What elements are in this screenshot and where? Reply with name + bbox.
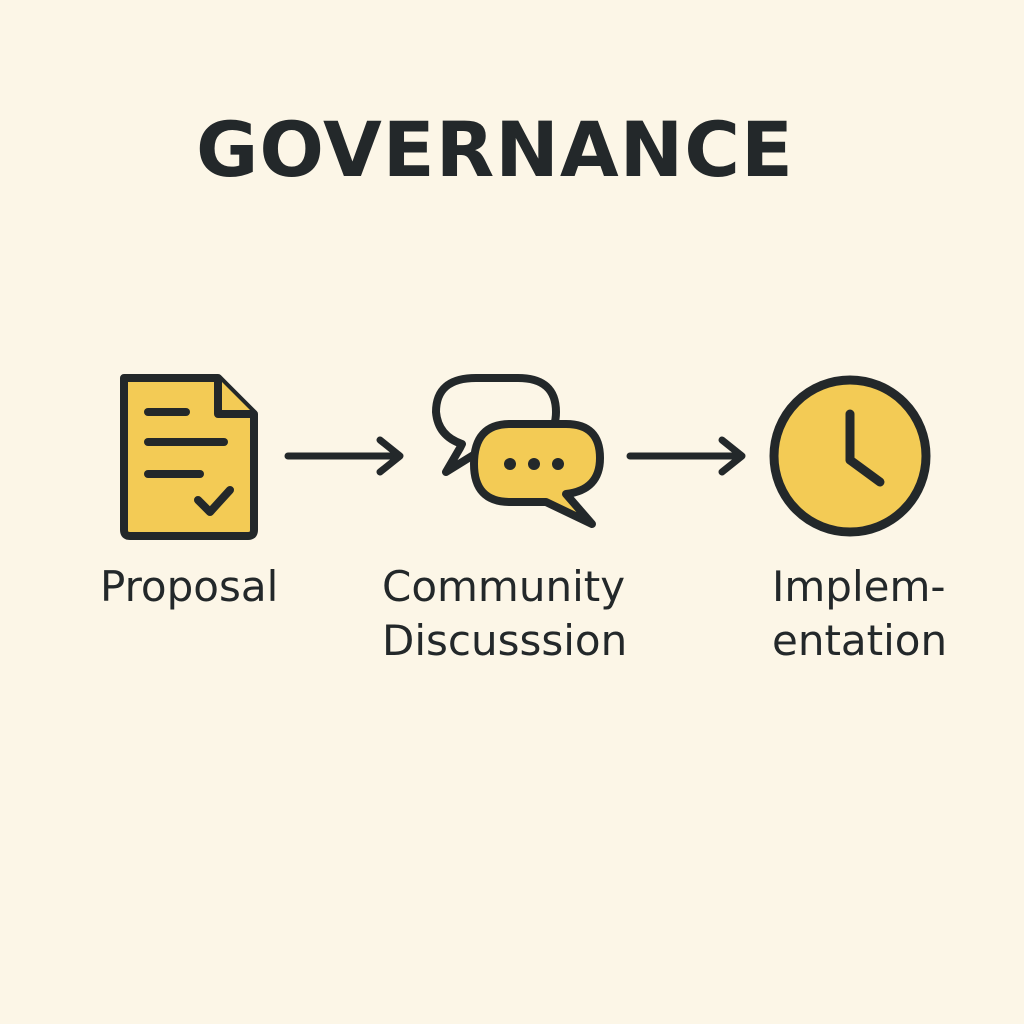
step-label-implementation: Implem- entation xyxy=(772,560,947,668)
arrow-right-icon xyxy=(626,436,746,476)
clock-icon xyxy=(769,375,931,537)
step-label-line: Proposal xyxy=(100,562,279,611)
chat-bubbles-icon xyxy=(432,374,604,528)
step-label-community-discussion: Community Discusssion xyxy=(382,560,627,668)
step-label-line: entation xyxy=(772,616,948,665)
document-check-icon xyxy=(120,374,258,540)
step-label-proposal: Proposal xyxy=(100,560,278,614)
step-label-line: Discusssion xyxy=(382,616,628,665)
diagram-title: GOVERNANCE xyxy=(196,105,794,194)
step-label-line: Implem- xyxy=(772,562,946,611)
arrow-right-icon xyxy=(284,436,404,476)
step-label-line: Community xyxy=(382,562,626,611)
